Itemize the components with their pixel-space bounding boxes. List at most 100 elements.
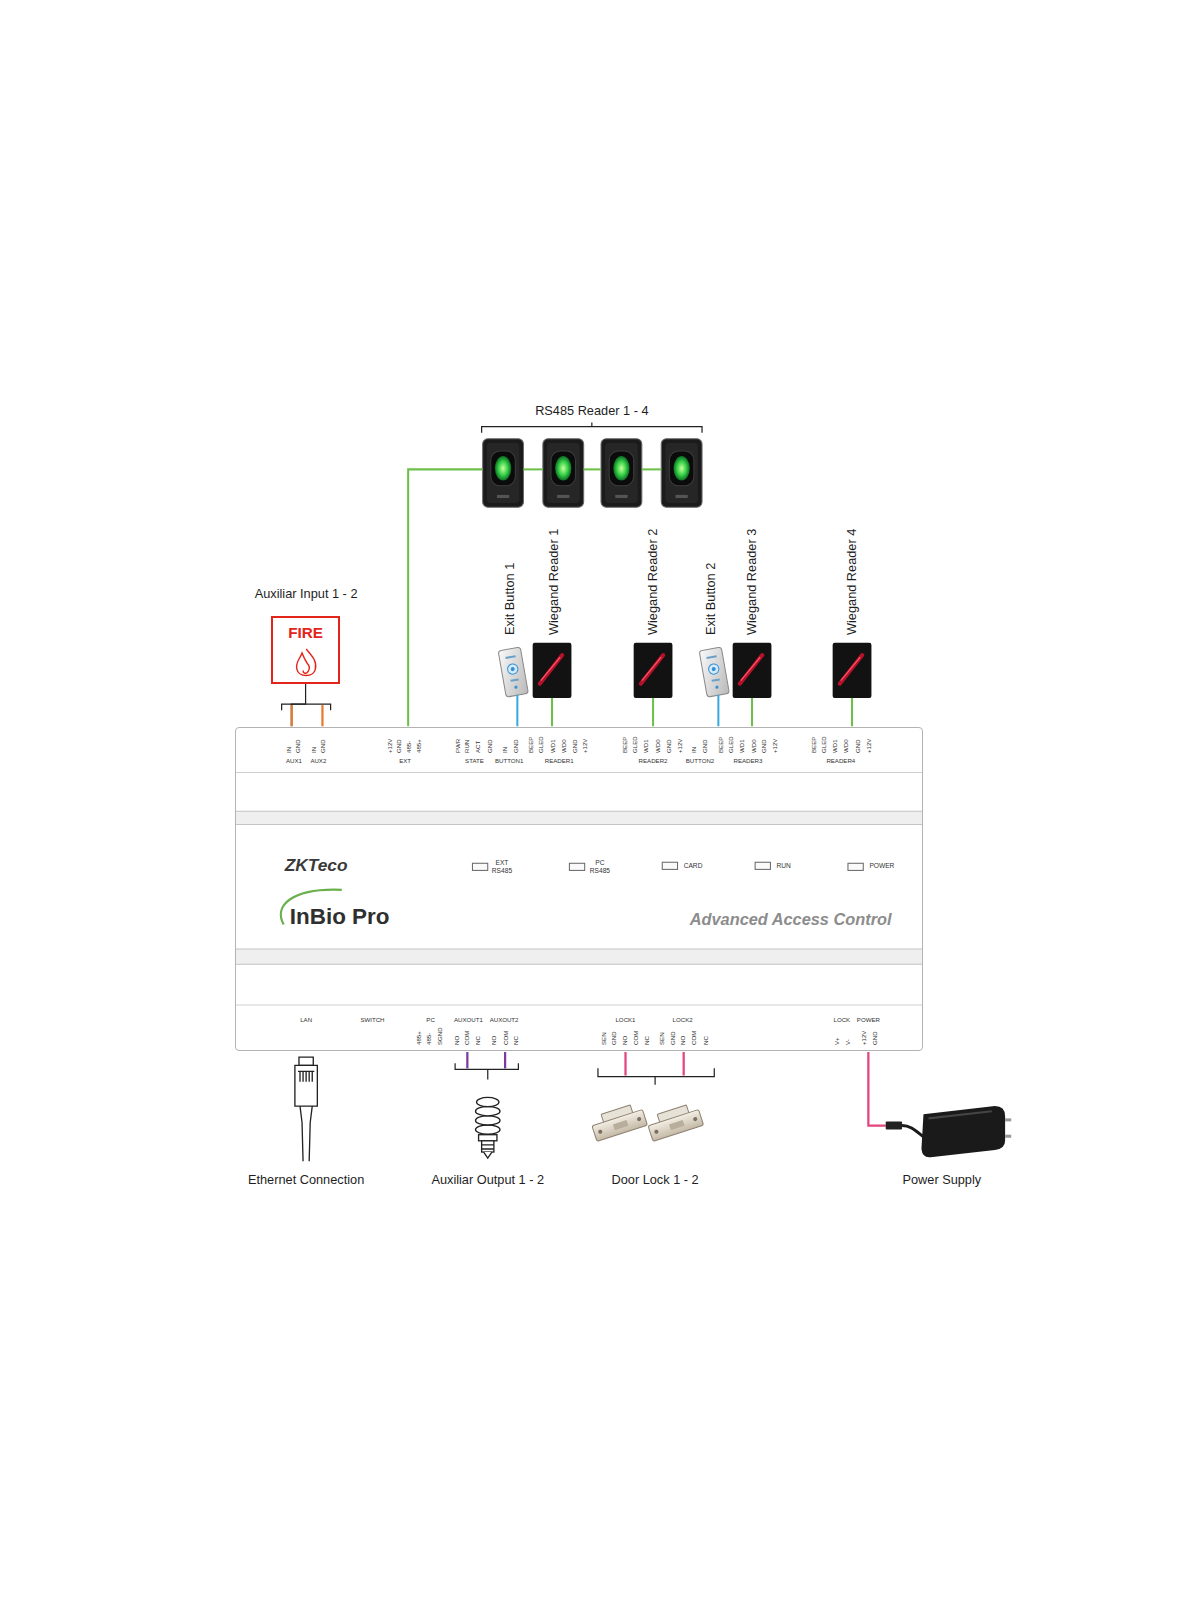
aux-input-wire (291, 705, 293, 726)
light-bulb (476, 1097, 500, 1158)
terminal-pin: GND (760, 739, 767, 753)
status-led (662, 862, 677, 869)
terminal-pin: V+ (833, 1037, 840, 1045)
terminal-pin: +12V (676, 739, 683, 753)
terminal-pin: RUN (463, 740, 470, 753)
status-led (472, 863, 487, 870)
terminal-group: LAN (300, 1017, 312, 1024)
lock-bracket (598, 1068, 714, 1084)
terminal-pin: SGND (436, 1027, 443, 1045)
device-group-label: RS485 Reader 1 - 4 (535, 404, 648, 419)
exit-button (498, 647, 528, 697)
device-label: Wiegand Reader 2 (646, 528, 661, 634)
terminal-pin: +12V (860, 1030, 867, 1044)
terminal-pin: NC (643, 1036, 650, 1045)
aux-output-wire (467, 1052, 505, 1068)
terminal-pin: NC (474, 1036, 481, 1045)
light-bulb (482, 1145, 494, 1149)
terminal-pin: WD0 (654, 739, 661, 753)
light-bulb (476, 1125, 500, 1134)
terminal-pin: WD1 (642, 739, 649, 753)
indicator-label: PC RS485 (590, 859, 610, 874)
alarm-text: FIRE (288, 624, 323, 642)
power-adapter (886, 1121, 902, 1129)
door-lock (646, 1102, 704, 1142)
terminal-group: BUTTON1 (495, 758, 523, 765)
controller-body (236, 949, 923, 964)
terminal-group: READER1 (545, 758, 574, 765)
reader-bracket (482, 422, 702, 432)
signal-wire (291, 684, 305, 727)
light-bulb (477, 1097, 499, 1106)
terminal-group: AUX2 (310, 758, 326, 765)
controller-body (236, 772, 923, 773)
button-wire (517, 695, 718, 727)
terminal-group: READER2 (639, 758, 668, 765)
power-adapter (1005, 1118, 1011, 1121)
terminal-pin: WD1 (831, 739, 838, 753)
terminal-pin: BEEP (621, 737, 628, 753)
wiegand-reader (634, 643, 673, 698)
device-group-label: Door Lock 1 - 2 (612, 1172, 699, 1187)
rs485-wire (408, 469, 661, 726)
terminal-pin: 485- (425, 1033, 432, 1045)
device-label: Wiegand Reader 4 (845, 528, 860, 634)
terminal-pin: SEN (658, 1032, 665, 1045)
terminal-pin: IN (285, 747, 292, 753)
status-led (755, 862, 770, 869)
terminal-pin: GND (294, 739, 301, 753)
terminal-pin: GND (512, 739, 519, 753)
terminal-pin: COM (463, 1031, 470, 1045)
terminal-pin: WD1 (738, 739, 745, 753)
terminal-pin: GND (665, 739, 672, 753)
reader-bracket (591, 422, 592, 426)
rs485-wire (408, 469, 482, 726)
terminal-pin: WD1 (549, 739, 556, 753)
terminal-group: READER4 (826, 758, 855, 765)
device-group-label: Ethernet Connection (248, 1172, 364, 1187)
terminal-pin: +12V (581, 739, 588, 753)
reader-wire (552, 698, 852, 727)
reader-wire (751, 698, 753, 727)
terminal-pin: GND (854, 739, 861, 753)
device-label: Exit Button 1 (503, 562, 518, 634)
terminal-pin: GLED (631, 736, 638, 753)
brand-logo: ZKTeco (285, 856, 348, 876)
door-lock (589, 1102, 647, 1142)
terminal-group: AUX1 (286, 758, 302, 765)
power-adapter (921, 1106, 1005, 1157)
terminal-group: READER3 (734, 758, 763, 765)
terminal-pin: SEN (600, 1032, 607, 1045)
wiegand-reader (833, 643, 872, 698)
aux-input-wire (321, 705, 323, 726)
power-adapter (1005, 1135, 1011, 1138)
light-bulb (476, 1116, 500, 1125)
status-led (569, 863, 584, 870)
terminal-pin: GND (395, 739, 402, 753)
flame-icon (296, 649, 315, 676)
terminal-pin: COM (632, 1031, 639, 1045)
aux-output-wire (466, 1052, 468, 1068)
terminal-pin: BEEP (717, 737, 724, 753)
terminal-pin: GLED (537, 736, 544, 753)
status-led (848, 863, 863, 870)
terminal-pin: GLED (727, 736, 734, 753)
terminal-group: AUXOUT2 (490, 1017, 519, 1024)
fingerprint-reader (661, 439, 702, 507)
ethernet-plug (295, 1065, 317, 1106)
light-bulb (484, 1152, 492, 1158)
product-name: InBio Pro (290, 904, 390, 930)
power-adapter (929, 1111, 992, 1118)
terminal-group: POWER (857, 1017, 880, 1024)
ethernet-plug (299, 1057, 313, 1065)
rs485-wire (584, 468, 601, 470)
terminal-pin: NO (621, 1036, 628, 1045)
button-wire (516, 695, 518, 727)
light-bulb (479, 1135, 497, 1141)
lock-bracket (654, 1077, 655, 1085)
reader-wire (551, 698, 553, 727)
terminal-pin: WD0 (560, 739, 567, 753)
device-label: Wiegand Reader 3 (745, 528, 760, 634)
